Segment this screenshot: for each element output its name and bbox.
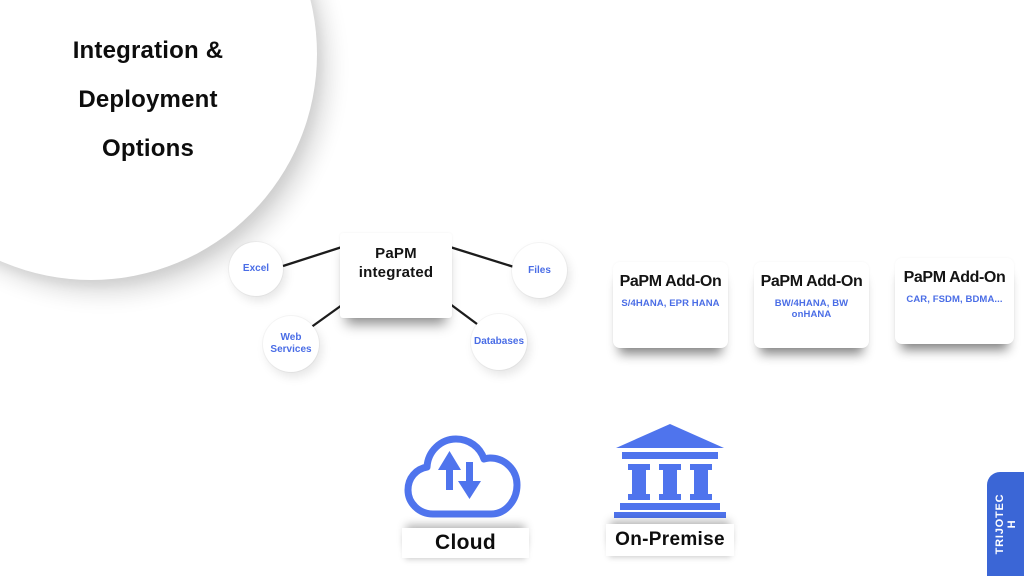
on-premise-bank-icon: [614, 424, 726, 518]
addon-card-s4hana: PaPM Add-On S/4HANA, EPR HANA: [613, 262, 728, 348]
addon-card-title: PaPM Add-On: [760, 273, 863, 290]
addon-card-bw4hana: PaPM Add-On BW/4HANA, BW onHANA: [754, 262, 869, 348]
papm-integrated-box: PaPM integrated: [340, 233, 452, 318]
cloud-label: Cloud: [402, 528, 529, 558]
node-web-services: Web Services: [263, 316, 319, 372]
brand-name-line: TRIJOTEC: [993, 493, 1006, 555]
addon-card-subtitle: CAR, FSDM, BDMA...: [906, 294, 1003, 305]
page-title-line: Deployment: [78, 86, 218, 113]
page-title: Integration & Deployment Options: [52, 26, 244, 173]
cloud-icon: [404, 435, 521, 518]
on-premise-label: On-Premise: [606, 524, 734, 556]
brand-name-line: H: [1005, 519, 1018, 529]
page-title-line: Options: [101, 135, 195, 162]
papm-integrated-label: PaPM integrated: [358, 245, 434, 281]
brand-tab: TRIJOTEC H: [987, 472, 1024, 576]
addon-card-title: PaPM Add-On: [903, 269, 1006, 286]
brand-name: TRIJOTEC H: [994, 472, 1018, 576]
addon-card-car-fsdm: PaPM Add-On CAR, FSDM, BDMA...: [895, 258, 1014, 344]
node-files: Files: [512, 243, 567, 298]
addon-card-subtitle: BW/4HANA, BW onHANA: [774, 298, 849, 320]
page-title-line: Integration &: [72, 37, 224, 64]
node-excel: Excel: [229, 242, 283, 296]
node-databases: Databases: [471, 314, 527, 370]
addon-card-title: PaPM Add-On: [619, 273, 722, 290]
addon-card-subtitle: S/4HANA, EPR HANA: [621, 298, 720, 309]
